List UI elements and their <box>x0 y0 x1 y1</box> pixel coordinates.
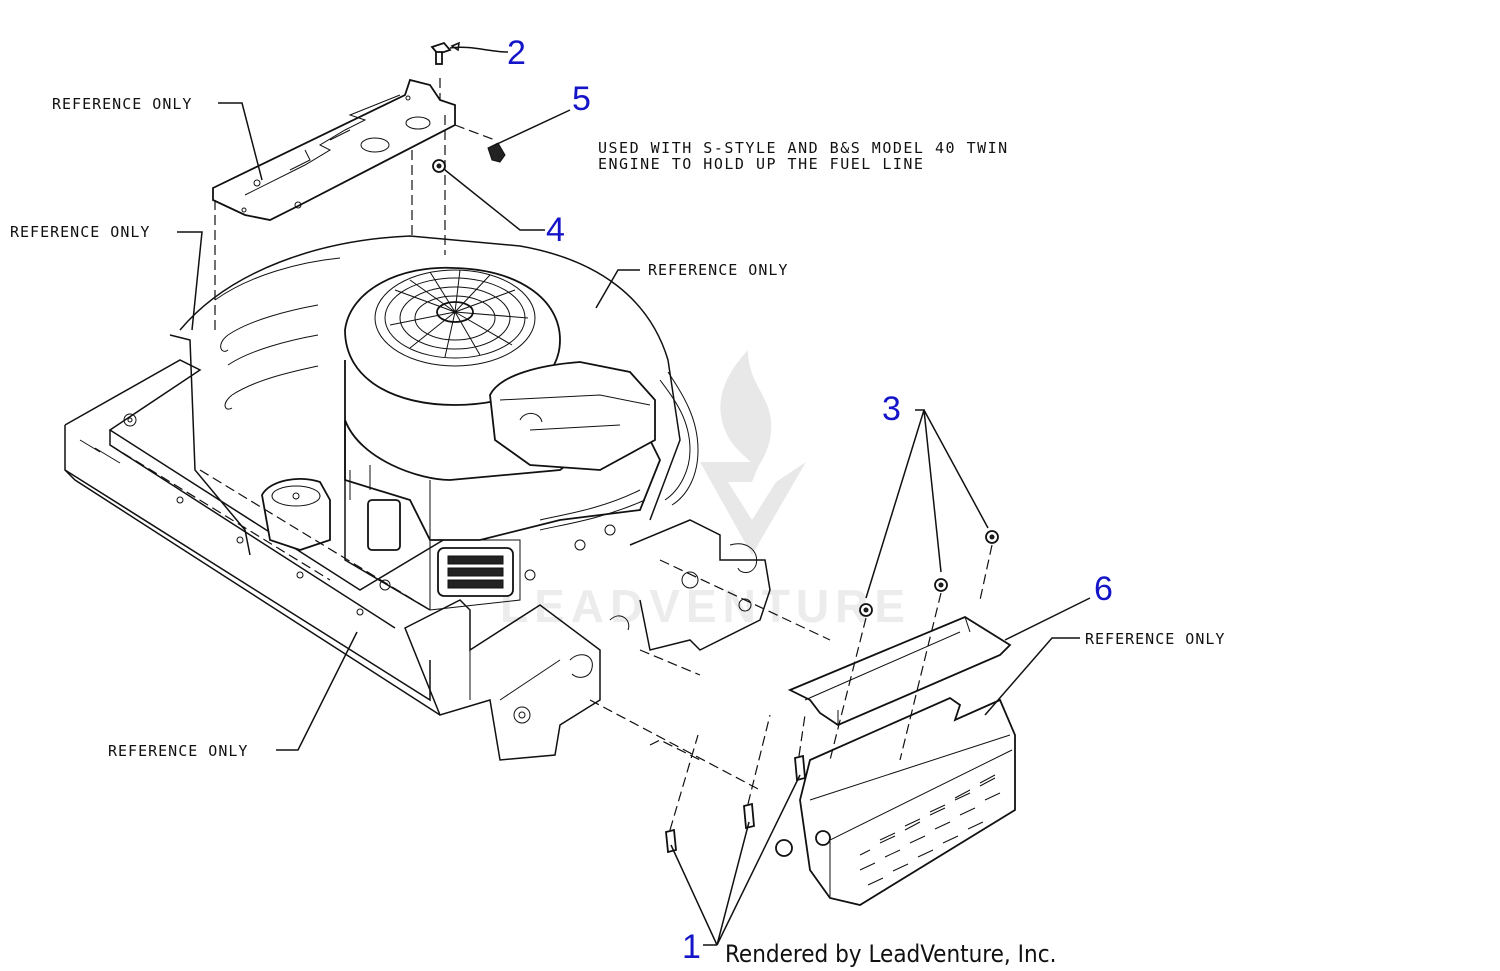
engine-hidden-lines <box>109 444 831 791</box>
callout-4: 4 <box>546 211 565 249</box>
label-reference-cover: REFERENCE ONLY <box>1085 630 1225 648</box>
top-bracket-drop-lines <box>214 78 496 330</box>
part-3-nuts <box>859 409 999 617</box>
watermark-logo <box>700 350 806 555</box>
note-line-2: ENGINE TO HOLD UP THE FUEL LINE <box>598 155 924 173</box>
note-line-1: USED WITH S-STYLE AND B&S MODEL 40 TWIN <box>598 139 1009 157</box>
callout-5: 5 <box>572 80 591 118</box>
label-reference-top-bracket: REFERENCE ONLY <box>52 95 192 113</box>
label-reference-engine: REFERENCE ONLY <box>648 261 788 279</box>
label-reference-shroud: REFERENCE ONLY <box>10 223 150 241</box>
chassis-frame <box>64 359 771 761</box>
part-3-drop-lines <box>829 544 993 761</box>
part-1-drop-lines <box>669 714 806 831</box>
callout-1: 1 <box>682 928 701 966</box>
part-2-bolt <box>430 41 509 65</box>
part-1-studs <box>665 754 806 946</box>
label-reference-frame: REFERENCE ONLY <box>108 742 248 760</box>
callout-6: 6 <box>1094 570 1113 608</box>
callout-3: 3 <box>882 390 901 428</box>
part-4-nut <box>432 159 545 231</box>
part-5-clip <box>487 109 571 163</box>
callout-6-leader <box>1004 597 1091 641</box>
top-bracket <box>212 78 456 221</box>
part-6-shield <box>787 615 1012 727</box>
watermark-text: LEADVENTURE <box>500 580 911 632</box>
reference-leaders <box>177 102 1080 751</box>
rear-cover <box>775 696 1016 906</box>
credit-text: Rendered by LeadVenture, Inc. <box>725 940 1056 968</box>
callout-2: 2 <box>507 34 526 72</box>
engine <box>169 235 699 611</box>
